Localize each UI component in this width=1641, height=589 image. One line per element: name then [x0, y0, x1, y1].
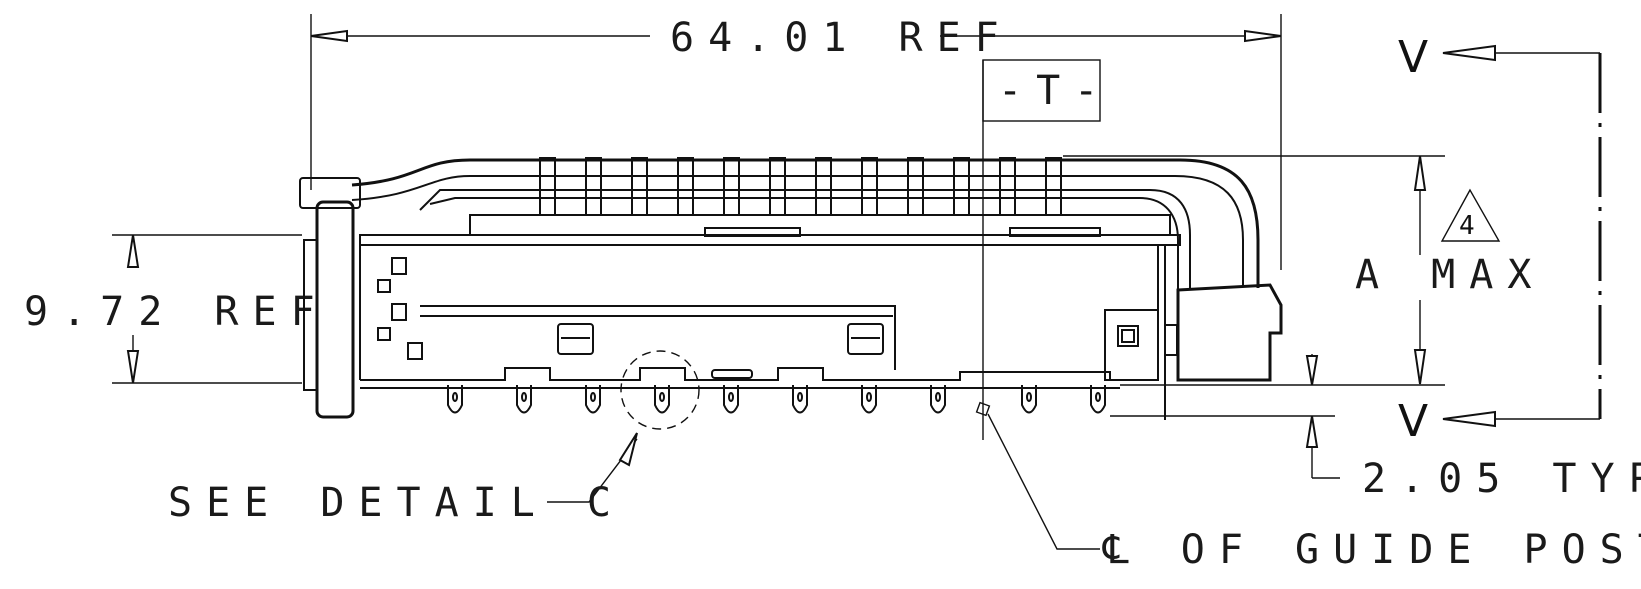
detail-callout-label: SEE DETAIL C	[168, 480, 625, 526]
left-height-dimension: 9.72 REF	[24, 234, 329, 384]
connector-body	[299, 157, 1283, 420]
section-marker-bottom: V	[1398, 396, 1428, 447]
detail-c-callout: SEE DETAIL C	[168, 350, 700, 526]
left-height-label: 9.72 REF	[24, 289, 329, 335]
a-max-label: A MAX	[1355, 252, 1545, 298]
pitch-label: 2.05 TYP	[1362, 456, 1641, 502]
note-triangle	[1440, 188, 1501, 242]
datum-t-box: -T-	[982, 59, 1112, 122]
section-view-markers: V V	[1398, 32, 1602, 447]
a-max-dimension: 4 A MAX	[1063, 155, 1545, 385]
section-marker-top: V	[1398, 32, 1428, 83]
solder-tail-pins	[447, 385, 1106, 414]
overall-length-label: 64.01 REF	[670, 15, 1013, 61]
pitch-dimension: 2.05 TYP	[1110, 354, 1641, 502]
arrowhead-right	[1244, 29, 1282, 43]
arrowhead-left	[310, 29, 348, 43]
note-number: 4	[1459, 211, 1475, 241]
guide-post-centerline: ℄ OF GUIDE POST	[975, 60, 1641, 573]
overall-length-dimension: 64.01 REF	[310, 14, 1282, 270]
guide-post-label: ℄ OF GUIDE POST	[1102, 527, 1641, 573]
datum-label: -T-	[998, 68, 1112, 114]
